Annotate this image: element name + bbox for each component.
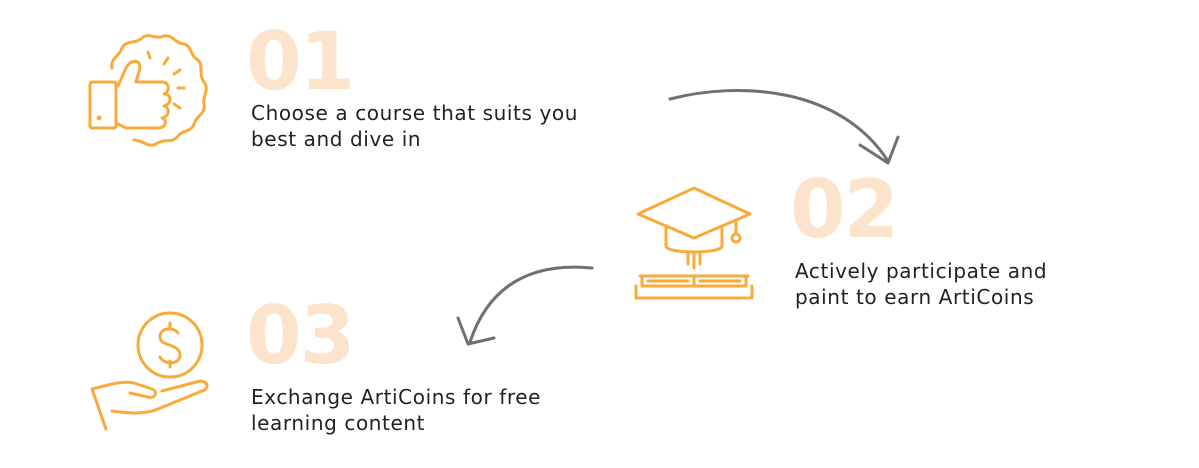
coin-in-hand-icon (90, 311, 209, 431)
step-3-number: 03 (246, 289, 355, 382)
step-1-description: Choose a course that suits you best and … (251, 100, 578, 152)
step-3-description: Exchange ArtiCoins for free learning con… (251, 384, 541, 436)
step-2-number: 02 (790, 163, 899, 256)
arrow-step-2-to-3 (456, 265, 594, 346)
step-3-line-2: learning content (251, 411, 426, 435)
arrow-step-1-to-2 (668, 88, 900, 165)
graduation-cap-book-icon (634, 186, 754, 300)
step-1-number: 01 (246, 15, 355, 108)
step-2-description: Actively participate and paint to earn A… (795, 258, 1047, 310)
step-2-line-2: paint to earn ArtiCoins (795, 285, 1035, 309)
thumbs-up-icon (88, 34, 208, 147)
step-3-line-1: Exchange ArtiCoins for free (251, 385, 542, 409)
step-1-line-1: Choose a course that suits you (251, 101, 579, 125)
step-1-line-2: best and dive in (251, 127, 422, 151)
step-2-line-1: Actively participate and (795, 259, 1048, 283)
